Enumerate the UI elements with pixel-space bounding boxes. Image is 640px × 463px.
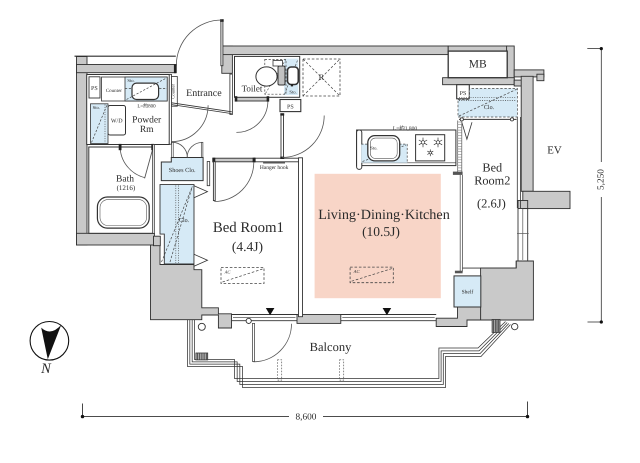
- svg-text:Sto.: Sto.: [370, 145, 377, 150]
- svg-text:Sto.: Sto.: [93, 105, 100, 110]
- svg-text:Balcony: Balcony: [310, 340, 352, 354]
- svg-text:Counter: Counter: [170, 83, 175, 98]
- svg-text:R: R: [319, 72, 325, 82]
- svg-text:Clo.: Clo.: [484, 104, 495, 111]
- svg-text:MB: MB: [469, 59, 487, 71]
- svg-text:AC: AC: [224, 270, 232, 275]
- svg-text:Clo.: Clo.: [179, 217, 190, 224]
- svg-text:L=約1,800: L=約1,800: [393, 125, 418, 132]
- svg-text:Rm: Rm: [140, 125, 154, 135]
- svg-text:Sto.: Sto.: [289, 89, 296, 94]
- svg-text:Living·Dining·Kitchen: Living·Dining·Kitchen: [318, 207, 450, 223]
- svg-text:(2.6J): (2.6J): [477, 197, 506, 211]
- svg-text:Entrance: Entrance: [186, 88, 222, 99]
- svg-text:Room2: Room2: [474, 174, 510, 188]
- svg-text:Hanger hook: Hanger hook: [260, 165, 289, 171]
- svg-text:(10.5J): (10.5J): [362, 224, 400, 239]
- svg-text:(1216): (1216): [117, 184, 136, 192]
- svg-text:AC: AC: [353, 269, 361, 274]
- svg-text:N: N: [40, 361, 52, 377]
- svg-text:Sto.: Sto.: [127, 78, 134, 83]
- svg-text:Shoes Clo.: Shoes Clo.: [169, 167, 196, 174]
- svg-text:Shelf: Shelf: [462, 290, 474, 296]
- svg-text:W/D: W/D: [111, 119, 123, 125]
- svg-text:PS: PS: [460, 91, 467, 97]
- svg-text:5,250: 5,250: [596, 169, 606, 190]
- svg-text:(4.4J): (4.4J): [232, 239, 263, 254]
- svg-text:Powder: Powder: [132, 116, 162, 126]
- svg-text:EV: EV: [547, 144, 562, 156]
- svg-text:Counter: Counter: [106, 88, 122, 94]
- svg-text:Bath: Bath: [116, 174, 134, 184]
- svg-text:Bed: Bed: [482, 160, 502, 174]
- svg-text:PS: PS: [287, 104, 294, 110]
- svg-text:L=約800: L=約800: [137, 103, 156, 110]
- svg-text:Bed Room1: Bed Room1: [213, 220, 284, 236]
- svg-text:Toilet: Toilet: [242, 83, 263, 93]
- svg-text:PS: PS: [91, 86, 98, 92]
- svg-text:8,600: 8,600: [296, 412, 317, 422]
